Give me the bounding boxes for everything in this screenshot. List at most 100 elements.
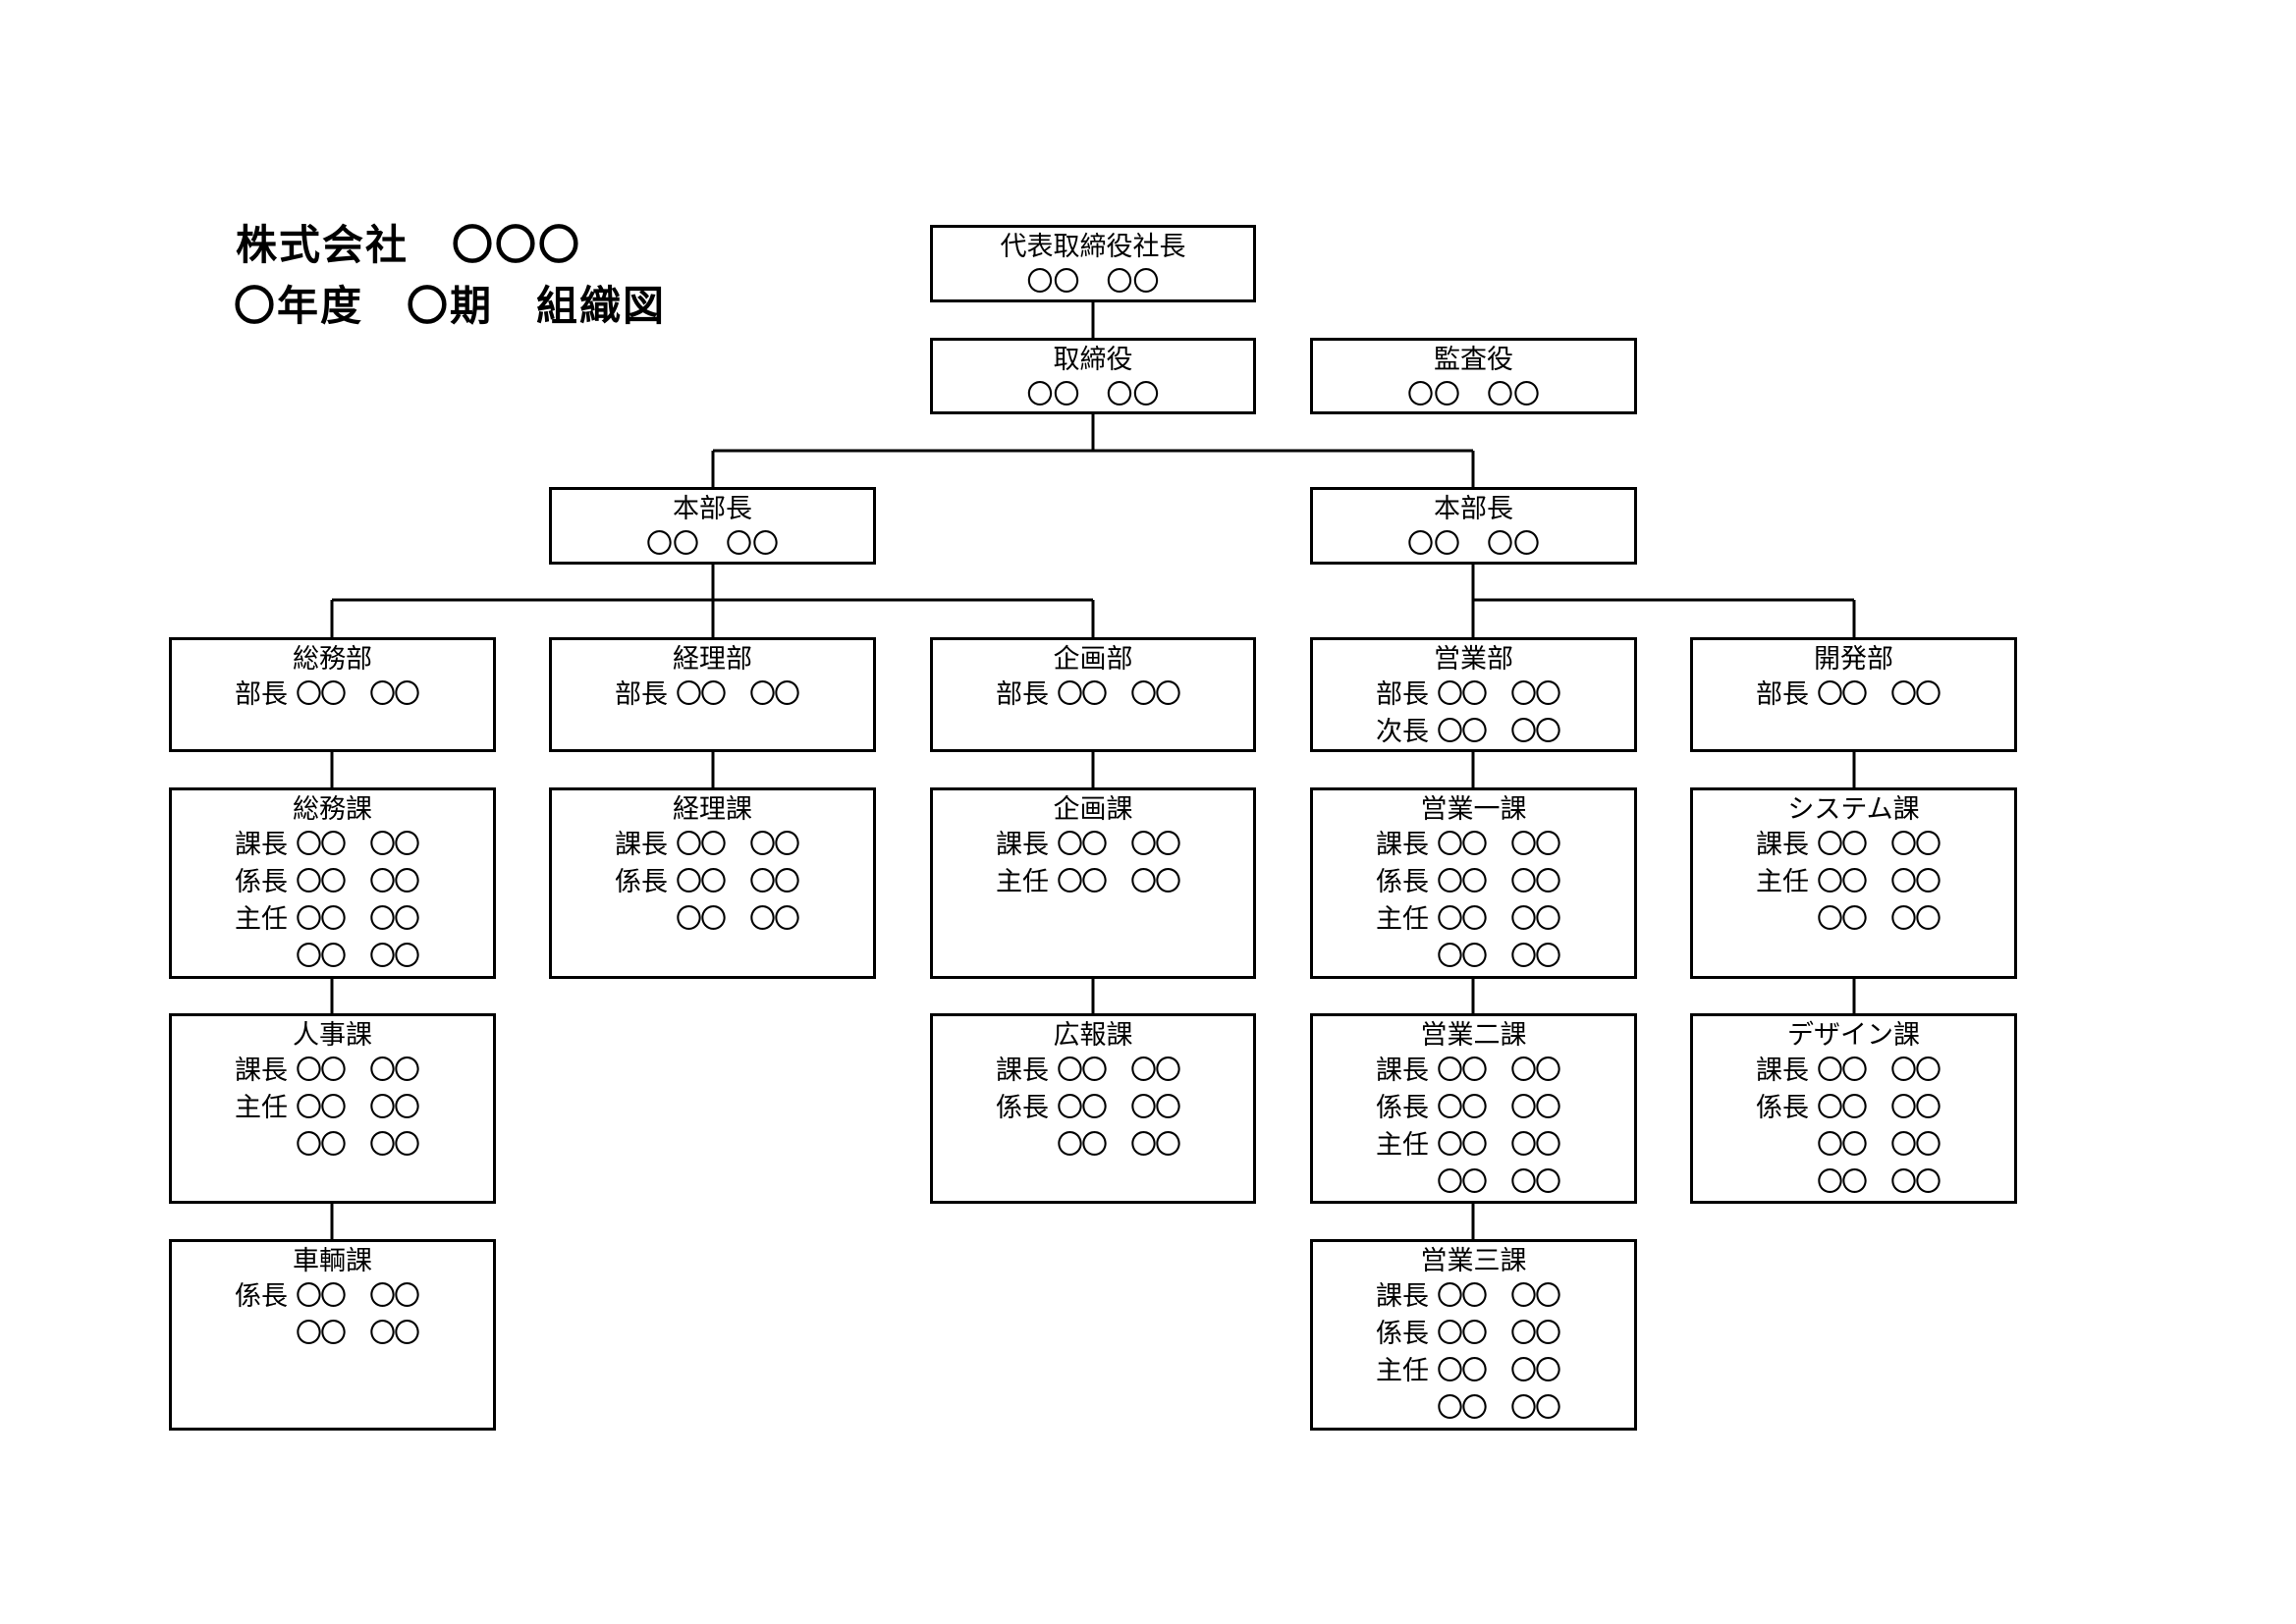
role-label: 部長	[1756, 679, 1809, 710]
family-name: 〇〇	[1437, 679, 1488, 710]
member-row: 課長〇〇〇〇	[235, 827, 493, 864]
role-label	[1756, 1164, 1817, 1202]
family-name: 〇〇	[296, 830, 347, 860]
box-kaihatsu-bu: 開発部部長〇〇〇〇	[1690, 637, 2017, 752]
member-row: 部長〇〇〇〇	[1756, 677, 2014, 714]
box-soumu-ka: 総務課課長〇〇〇〇係長〇〇〇〇主任〇〇〇〇〇〇〇〇	[169, 787, 496, 979]
role-label: 係長	[235, 867, 288, 897]
family-name: 〇〇	[1817, 1167, 1868, 1198]
given-name: 〇〇	[1890, 867, 1941, 897]
role-label	[996, 1127, 1057, 1164]
member-row: 係長〇〇〇〇	[1376, 1090, 1634, 1127]
role-label: 係長	[235, 1281, 288, 1312]
family-name: 〇〇	[1437, 1393, 1488, 1424]
given-name: 〇〇	[1890, 1056, 1941, 1086]
box-president: 代表取締役社長 〇〇 〇〇	[930, 225, 1256, 302]
given-name: 〇〇	[1510, 1093, 1561, 1123]
given-name: 〇〇	[749, 830, 800, 860]
role-label	[615, 901, 676, 939]
given-name: 〇〇	[369, 1130, 420, 1161]
box-title: 本部長	[673, 494, 752, 524]
family-name: 〇〇	[1817, 1130, 1868, 1161]
given-name: 〇〇	[1890, 904, 1941, 935]
member-row: 課長〇〇〇〇	[235, 1053, 493, 1090]
box-keiri-ka: 経理課課長〇〇〇〇係長〇〇〇〇〇〇〇〇	[549, 787, 876, 979]
member-row: 課長〇〇〇〇	[1376, 827, 1634, 864]
family-name: 〇〇	[1057, 679, 1108, 710]
member-row: 係長〇〇〇〇	[235, 864, 493, 901]
member-list: 課長〇〇〇〇主任〇〇〇〇〇〇〇〇	[1693, 827, 2014, 939]
family-name: 〇〇	[1057, 1093, 1108, 1123]
role-label	[1756, 1127, 1817, 1164]
family-name: 〇〇	[1437, 867, 1488, 897]
family-name: 〇〇	[676, 904, 727, 935]
chart-subtitle: 〇年度 〇期 組織図	[234, 282, 667, 330]
family-name: 〇〇	[1437, 1167, 1488, 1198]
member-row: 〇〇〇〇	[1756, 901, 2014, 939]
member-row: 係長〇〇〇〇	[235, 1278, 493, 1316]
role-label: 課長	[1756, 1056, 1809, 1086]
family-name: 〇〇	[1817, 1056, 1868, 1086]
box-sharyo-ka: 車輌課係長〇〇〇〇〇〇〇〇	[169, 1239, 496, 1431]
role-label: 主任	[235, 1093, 288, 1123]
box-title: 企画部	[1053, 644, 1133, 675]
box-hq-right: 本部長 〇〇 〇〇	[1310, 487, 1637, 565]
role-label: 係長	[1376, 867, 1429, 897]
member-row: 〇〇〇〇	[1376, 939, 1634, 976]
family-name: 〇〇	[1437, 942, 1488, 972]
box-auditor: 監査役 〇〇 〇〇	[1310, 338, 1637, 414]
member-row: 〇〇〇〇	[235, 1316, 493, 1353]
given-name: 〇〇	[1130, 867, 1181, 897]
member-list: 部長〇〇〇〇	[172, 677, 493, 714]
role-label	[235, 1127, 296, 1164]
member-row: 〇〇〇〇	[1376, 1164, 1634, 1202]
family-name: 〇〇	[1437, 830, 1488, 860]
person-name: 〇〇 〇〇	[1026, 267, 1160, 298]
member-row: 部長〇〇〇〇	[996, 677, 1253, 714]
role-label: 主任	[1756, 867, 1809, 897]
box-director: 取締役 〇〇 〇〇	[930, 338, 1256, 414]
box-title: 営業二課	[1420, 1020, 1527, 1051]
role-label	[1376, 939, 1437, 976]
given-name: 〇〇	[1890, 830, 1941, 860]
family-name: 〇〇	[296, 867, 347, 897]
given-name: 〇〇	[1510, 679, 1561, 710]
member-row: 〇〇〇〇	[1376, 1390, 1634, 1428]
member-row: 主任〇〇〇〇	[235, 901, 493, 939]
family-name: 〇〇	[1057, 1130, 1108, 1161]
role-label: 主任	[996, 867, 1049, 897]
member-row: 主任〇〇〇〇	[1376, 1127, 1634, 1164]
given-name: 〇〇	[1890, 1130, 1941, 1161]
family-name: 〇〇	[1437, 717, 1488, 747]
box-kouhou-ka: 広報課課長〇〇〇〇係長〇〇〇〇〇〇〇〇	[930, 1013, 1256, 1204]
given-name: 〇〇	[1510, 867, 1561, 897]
given-name: 〇〇	[1510, 942, 1561, 972]
family-name: 〇〇	[1817, 1093, 1868, 1123]
given-name: 〇〇	[1890, 679, 1941, 710]
box-title: 経理課	[673, 794, 752, 825]
family-name: 〇〇	[676, 867, 727, 897]
given-name: 〇〇	[369, 1319, 420, 1349]
role-label: 課長	[1376, 1281, 1429, 1312]
role-label: 主任	[1376, 1130, 1429, 1161]
role-label: 課長	[996, 830, 1049, 860]
member-list: 部長〇〇〇〇次長〇〇〇〇	[1313, 677, 1634, 751]
member-row: 次長〇〇〇〇	[1376, 714, 1634, 751]
family-name: 〇〇	[1437, 1281, 1488, 1312]
role-label: 課長	[996, 1056, 1049, 1086]
given-name: 〇〇	[369, 1056, 420, 1086]
given-name: 〇〇	[369, 1093, 420, 1123]
role-label: 主任	[1376, 1356, 1429, 1386]
box-eigyo-3ka: 営業三課課長〇〇〇〇係長〇〇〇〇主任〇〇〇〇〇〇〇〇	[1310, 1239, 1637, 1431]
box-title: 取締役	[1053, 345, 1133, 375]
family-name: 〇〇	[296, 1130, 347, 1161]
person-name: 〇〇 〇〇	[1407, 380, 1540, 410]
role-label	[1376, 1164, 1437, 1202]
family-name: 〇〇	[296, 942, 347, 972]
box-design-ka: デザイン課課長〇〇〇〇係長〇〇〇〇〇〇〇〇〇〇〇〇	[1690, 1013, 2017, 1204]
member-row: 主任〇〇〇〇	[1376, 901, 1634, 939]
given-name: 〇〇	[1510, 1167, 1561, 1198]
box-eigyo-2ka: 営業二課課長〇〇〇〇係長〇〇〇〇主任〇〇〇〇〇〇〇〇	[1310, 1013, 1637, 1204]
member-row: 主任〇〇〇〇	[1756, 864, 2014, 901]
